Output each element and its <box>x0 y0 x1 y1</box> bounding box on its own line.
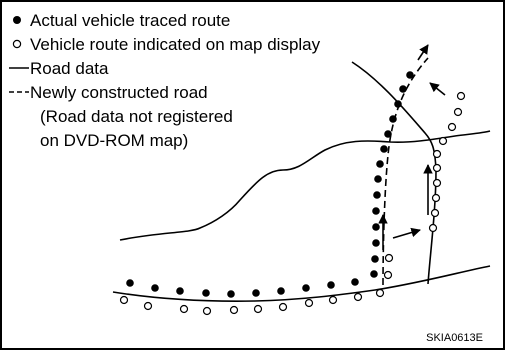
road-arc-top <box>351 61 437 285</box>
legend-new-road: Newly constructed road <box>30 83 208 102</box>
direction-arrows <box>378 44 446 250</box>
actual-dot <box>399 85 407 93</box>
actual-dot <box>376 160 384 168</box>
actual-route-dots <box>126 71 414 298</box>
right-arrow-icon <box>392 227 421 239</box>
legend-road-data: Road data <box>30 59 109 78</box>
legend-note-line1: (Road data not registered <box>40 107 233 126</box>
map-dot <box>229 305 239 315</box>
actual-dot <box>389 115 397 123</box>
actual-dot <box>406 71 414 79</box>
actual-dot <box>371 255 379 263</box>
map-dot <box>143 301 153 311</box>
hollow-dot-icon <box>12 39 22 49</box>
figure-code: SKIA0613E <box>426 332 483 344</box>
map-dot <box>304 298 314 308</box>
actual-dot <box>227 290 235 298</box>
actual-dot <box>372 239 380 247</box>
legend-actual-route: Actual vehicle traced route <box>30 11 230 30</box>
actual-dot <box>384 130 392 138</box>
map-dot <box>432 163 442 173</box>
actual-dot <box>252 289 260 297</box>
actual-dot <box>126 279 134 287</box>
actual-dot <box>302 284 310 292</box>
map-dot <box>384 253 394 263</box>
actual-dot <box>380 145 388 153</box>
map-dot <box>432 178 442 188</box>
map-dot <box>353 292 363 302</box>
map-dot <box>430 208 440 218</box>
map-dot <box>375 288 385 298</box>
left-arrow-icon <box>429 82 446 96</box>
actual-dot <box>374 175 382 183</box>
actual-dot <box>151 284 159 292</box>
map-dot <box>428 223 438 233</box>
map-dot <box>447 122 457 132</box>
actual-dot <box>370 270 378 278</box>
map-dot <box>438 136 448 146</box>
actual-dot <box>372 223 380 231</box>
actual-dot <box>327 281 335 289</box>
actual-dot <box>351 278 359 286</box>
map-dot <box>453 107 463 117</box>
road-bottom <box>112 265 491 302</box>
actual-dot <box>277 287 285 295</box>
legend-map-route: Vehicle route indicated on map display <box>30 35 321 54</box>
map-dot <box>456 91 466 101</box>
map-dot <box>278 302 288 312</box>
map-dot <box>253 304 263 314</box>
actual-dot <box>202 289 210 297</box>
map-dot <box>383 270 393 280</box>
filled-dot-icon <box>13 16 21 24</box>
actual-dot <box>372 207 380 215</box>
new-road-dashed <box>382 57 429 286</box>
map-dot <box>179 304 189 314</box>
legend-note-line2: on DVD-ROM map) <box>40 131 188 150</box>
map-dot <box>202 306 212 316</box>
legend: Actual vehicle traced route Vehicle rout… <box>9 11 321 150</box>
actual-dot <box>176 287 184 295</box>
up-arrow-icon <box>417 44 429 61</box>
actual-dot <box>394 100 402 108</box>
map-dot <box>328 295 338 305</box>
actual-dot <box>373 191 381 199</box>
map-dot <box>432 149 442 159</box>
map-dot <box>119 295 129 305</box>
map-dot <box>431 193 441 203</box>
map-route-dots <box>119 91 466 316</box>
